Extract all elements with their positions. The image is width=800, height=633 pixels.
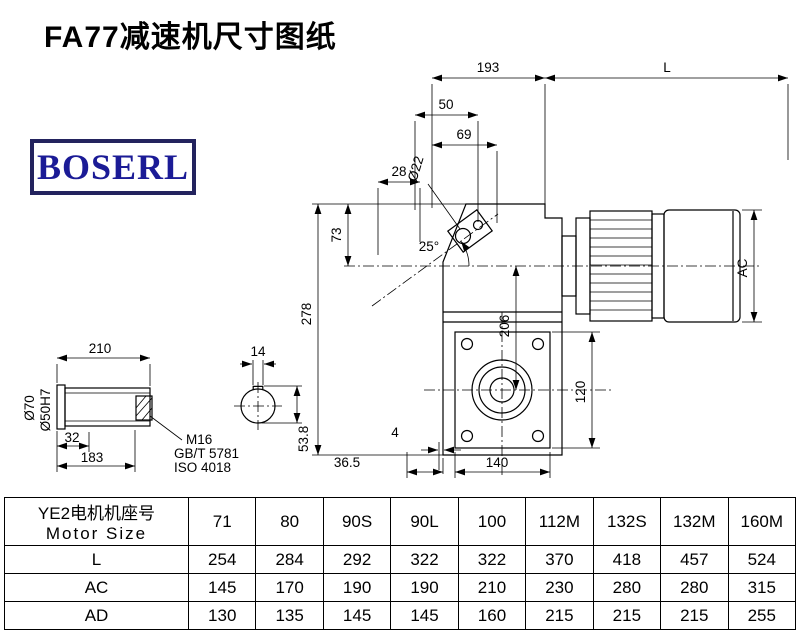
shaft-detail bbox=[56, 384, 183, 441]
dim-210: 210 bbox=[89, 341, 112, 356]
table-cell: 418 bbox=[592, 545, 662, 574]
table-cell: 190 bbox=[390, 573, 459, 602]
row-label: AD bbox=[4, 601, 189, 630]
table-cell: 280 bbox=[660, 573, 729, 602]
page-title: FA77减速机尺寸图纸 bbox=[44, 21, 337, 54]
row-label: L bbox=[4, 545, 189, 574]
label-m16: M16 bbox=[186, 432, 212, 447]
table-row-AC: AC 145 170 190 190 210 230 280 280 315 bbox=[4, 573, 796, 602]
header-motor-size-en: Motor Size bbox=[45, 524, 148, 543]
table-cell: 145 bbox=[390, 601, 459, 630]
dimension-labels: 193 L 50 69 28 Ø22 25° 73 278 206 120 AC… bbox=[22, 60, 750, 475]
col-header-6: 132S bbox=[592, 497, 662, 546]
table-header-row: YE2电机机座号 Motor Size 71 80 90S 90L 100 11… bbox=[4, 497, 796, 546]
motor-fins bbox=[590, 219, 652, 311]
dim-32: 32 bbox=[64, 430, 79, 445]
dim-25deg: 25° bbox=[419, 239, 439, 254]
table-cell: 190 bbox=[322, 573, 392, 602]
table-cell: 145 bbox=[187, 573, 257, 602]
fan-cowl bbox=[663, 209, 741, 323]
table-cell: 322 bbox=[457, 545, 527, 574]
label-iso-4018: ISO 4018 bbox=[174, 460, 231, 475]
table-cell: 322 bbox=[390, 545, 459, 574]
table-cell: 292 bbox=[322, 545, 392, 574]
input-flange bbox=[446, 209, 494, 253]
table-cell: 255 bbox=[727, 601, 796, 630]
table-cell: 215 bbox=[592, 601, 662, 630]
dim-120: 120 bbox=[573, 381, 588, 404]
dim-278: 278 bbox=[299, 303, 314, 326]
dim-50: 50 bbox=[438, 97, 453, 112]
dim-dia50h7: Ø50H7 bbox=[38, 389, 53, 432]
dimension-lines bbox=[57, 74, 788, 476]
col-header-2: 90S bbox=[322, 497, 392, 546]
dim-dia22: Ø22 bbox=[405, 154, 427, 183]
table-row-L: L 254 284 292 322 322 370 418 457 524 bbox=[4, 545, 796, 574]
col-header-1: 80 bbox=[255, 497, 324, 546]
col-header-4: 100 bbox=[457, 497, 527, 546]
col-header-7: 132M bbox=[660, 497, 729, 546]
technical-drawing: 193 L 50 69 28 Ø22 25° 73 278 206 120 AC… bbox=[22, 60, 789, 478]
table-cell: 284 bbox=[255, 545, 324, 574]
table-cell: 254 bbox=[187, 545, 257, 574]
angle-arc bbox=[460, 241, 470, 267]
dim-183: 183 bbox=[81, 450, 104, 465]
key-section-view bbox=[240, 385, 276, 424]
col-header-0: 71 bbox=[187, 497, 257, 546]
label-gbt-5781: GB/T 5781 bbox=[174, 446, 239, 461]
table-cell: 135 bbox=[255, 601, 324, 630]
table-row-AD: AD 130 135 145 145 160 215 215 215 255 bbox=[4, 601, 796, 630]
centerlines bbox=[234, 213, 760, 478]
dim-53-8: 53.8 bbox=[296, 426, 311, 452]
table-cell: 145 bbox=[322, 601, 392, 630]
dim-69: 69 bbox=[456, 127, 471, 142]
brand-logo-box: BOSERL bbox=[30, 139, 196, 195]
table-cell: 524 bbox=[727, 545, 796, 574]
table-cell: 280 bbox=[592, 573, 662, 602]
table-cell: 170 bbox=[255, 573, 324, 602]
table-cell: 457 bbox=[660, 545, 729, 574]
table-cell: 130 bbox=[187, 601, 257, 630]
col-header-3: 90L bbox=[390, 497, 459, 546]
dim-193: 193 bbox=[477, 60, 500, 75]
dim-AC: AC bbox=[735, 258, 750, 277]
extension-lines bbox=[56, 84, 789, 478]
dim-140: 140 bbox=[486, 455, 509, 470]
table-cell: 370 bbox=[525, 545, 594, 574]
table-cell: 215 bbox=[660, 601, 729, 630]
dim-4: 4 bbox=[391, 425, 399, 440]
table-cell: 230 bbox=[525, 573, 594, 602]
dim-L: L bbox=[663, 60, 671, 75]
brand-logo: BOSERL bbox=[36, 147, 190, 187]
dim-28: 28 bbox=[391, 164, 406, 179]
dim-36-5: 36.5 bbox=[334, 455, 360, 470]
header-motor-size: YE2电机机座号 Motor Size bbox=[4, 497, 189, 546]
dim-206: 206 bbox=[497, 315, 512, 338]
table-cell: 215 bbox=[525, 601, 594, 630]
motor bbox=[561, 209, 741, 323]
col-header-8: 160M bbox=[727, 497, 796, 546]
dim-dia70: Ø70 bbox=[22, 395, 37, 421]
table-cell: 315 bbox=[727, 573, 796, 602]
dim-14: 14 bbox=[250, 344, 266, 359]
row-label: AC bbox=[4, 573, 189, 602]
header-motor-size-cn: YE2电机机座号 bbox=[37, 504, 156, 523]
table-cell: 160 bbox=[457, 601, 527, 630]
table-cell: 210 bbox=[457, 573, 527, 602]
gearbox-housing bbox=[442, 203, 563, 456]
col-header-5: 112M bbox=[525, 497, 594, 546]
dim-73: 73 bbox=[329, 227, 344, 242]
motor-size-table: YE2电机机座号 Motor Size 71 80 90S 90L 100 11… bbox=[4, 497, 796, 630]
